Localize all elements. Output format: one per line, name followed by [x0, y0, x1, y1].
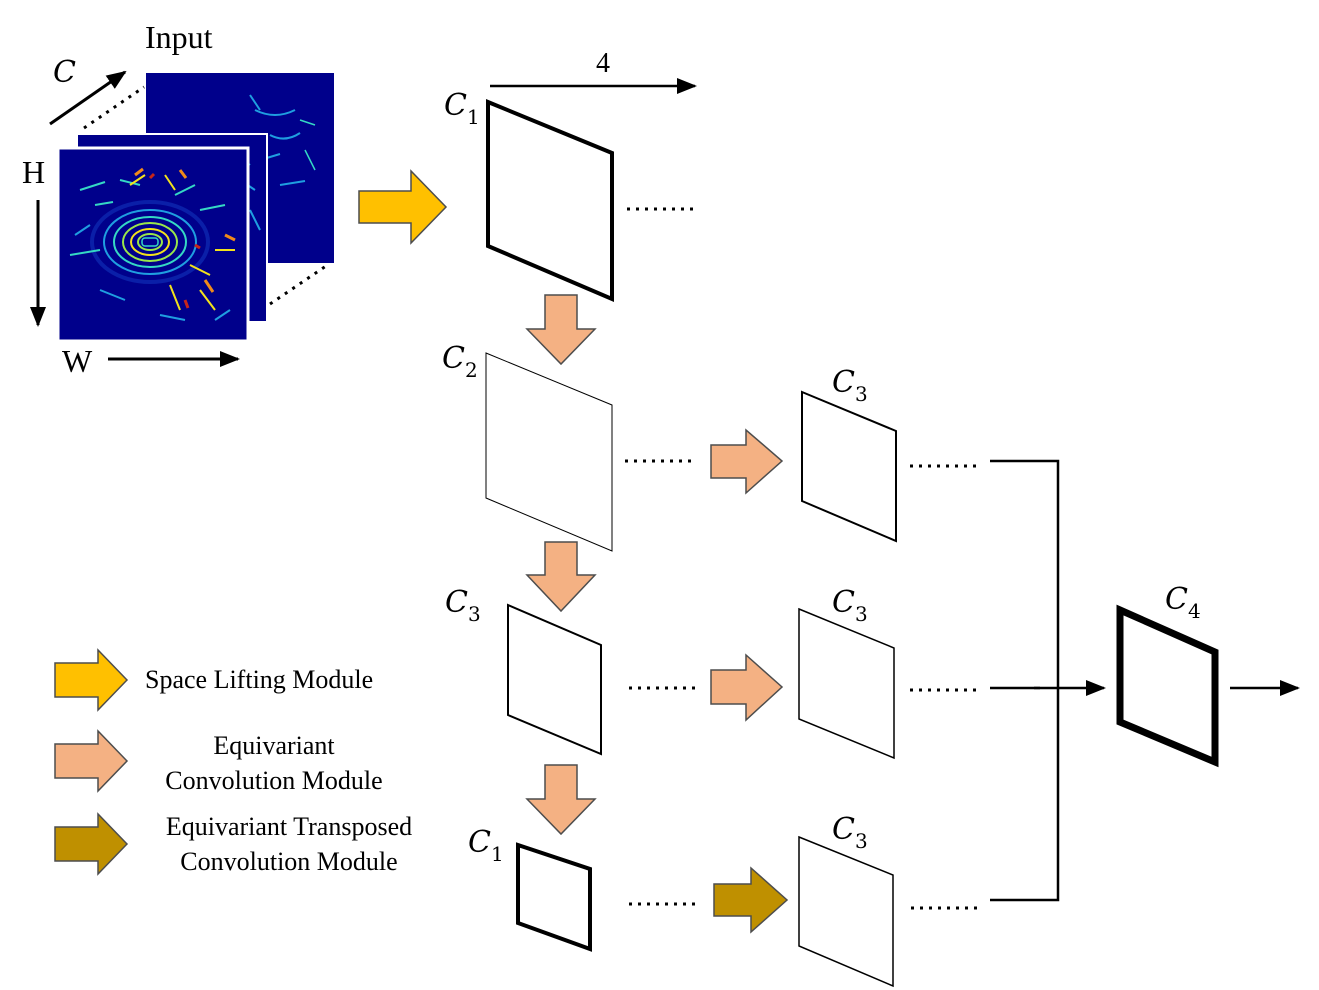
- feature-label-c3-right-3: C3: [832, 812, 868, 853]
- equiv-conv-arrow-right-1: [710, 428, 784, 495]
- legend-equiv-transposed-swatch: [54, 812, 129, 876]
- feature-map-c4-output: [1116, 604, 1219, 768]
- equiv-conv-arrow-right-2: [710, 653, 784, 722]
- feature-map-c3-right-1: [801, 390, 897, 543]
- feature-map-c2: [485, 352, 613, 552]
- lidar-bev-heatmap: [69, 167, 236, 321]
- equiv-conv-arrow-down-3: [525, 764, 597, 836]
- legend-equiv-conv-label-2: Convolution Module: [165, 766, 382, 795]
- feature-label-c3-right-1: C3: [832, 365, 868, 406]
- space-lifting-arrow: [358, 169, 448, 245]
- equiv-conv-arrow-down-1: [525, 294, 597, 366]
- back-sheet-speckle: [249, 94, 306, 186]
- c-axis-arrow: [49, 70, 127, 126]
- top-step-label: 4: [596, 48, 610, 79]
- legend-equiv-conv-swatch: [54, 729, 129, 793]
- feature-map-c1-top: [486, 99, 614, 303]
- legend-space-lifting-swatch: [54, 648, 129, 712]
- legend: Space Lifting Module Equivariant Convolu…: [54, 648, 412, 876]
- equiv-conv-arrow-down-2: [525, 541, 597, 613]
- input-stack: Input C H: [22, 19, 334, 379]
- feature-map-c3-right-2: [798, 607, 895, 760]
- feature-map-c3-left: [507, 603, 602, 756]
- equiv-transposed-arrow-right: [713, 866, 789, 934]
- feature-label-c4: C4: [1165, 582, 1201, 623]
- feature-map-c1-bottom: [516, 842, 592, 952]
- feature-label-c2: C2: [442, 341, 478, 382]
- stack-dots-top: [83, 85, 145, 130]
- legend-space-lifting-label: Space Lifting Module: [145, 665, 373, 694]
- stack-dots-bottom: [269, 264, 327, 306]
- feature-label-c3-right-2: C3: [832, 585, 868, 626]
- feature-label-c1-bottom: C1: [468, 825, 504, 866]
- input-title: Input: [145, 19, 213, 55]
- legend-equiv-transposed-label-2: Convolution Module: [180, 847, 397, 876]
- c-axis-label: C: [53, 55, 76, 90]
- legend-equiv-conv-label-1: Equivariant: [213, 731, 335, 760]
- feature-label-c1-top: C1: [444, 88, 480, 129]
- w-axis-label: W: [62, 343, 93, 379]
- feature-label-c3-left: C3: [445, 585, 481, 626]
- feature-map-c3-right-3: [798, 835, 894, 988]
- merge-connector: [990, 459, 1060, 902]
- legend-equiv-transposed-label-1: Equivariant Transposed: [166, 812, 412, 841]
- h-axis-label: H: [22, 154, 45, 190]
